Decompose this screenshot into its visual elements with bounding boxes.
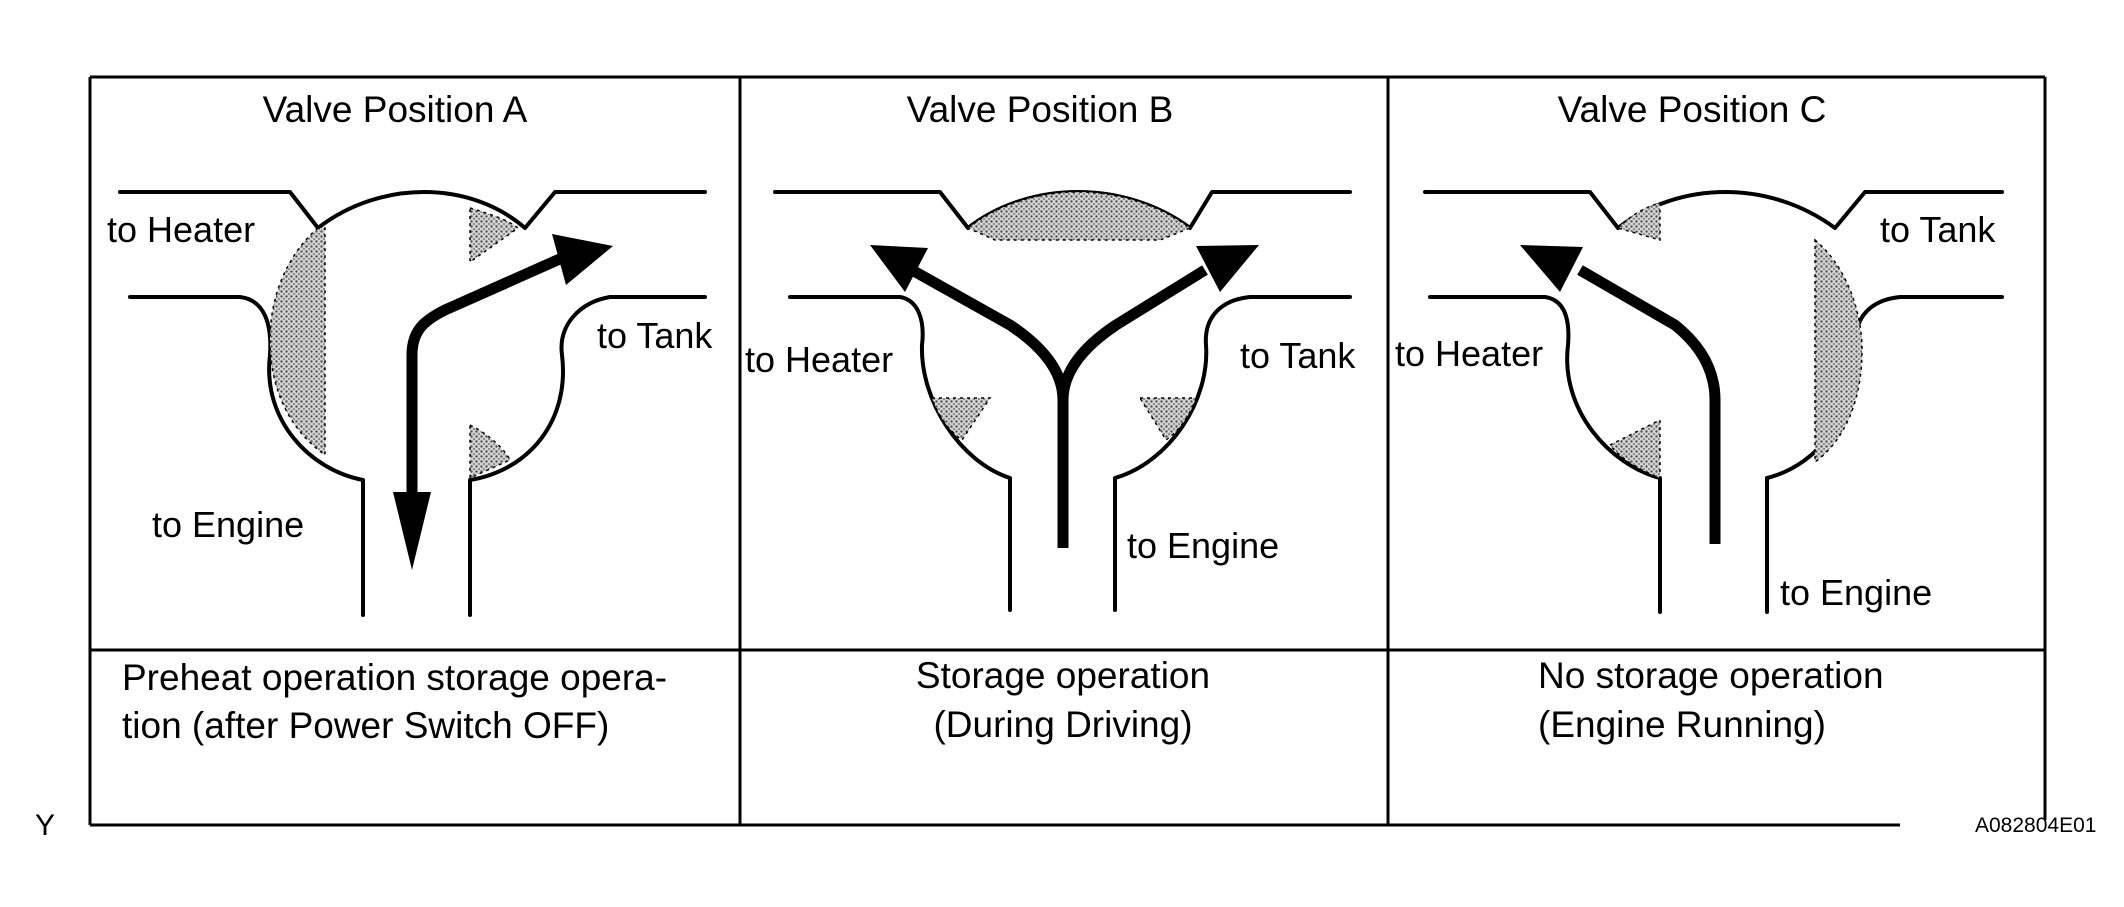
label-to-tank: to Tank <box>1880 209 1996 250</box>
panel-valve-a: Valve Position A to Heater to Tank to En… <box>107 89 713 746</box>
label-to-engine: to Engine <box>1127 525 1279 566</box>
label-to-heater: to Heater <box>107 209 255 250</box>
panel-valve-c: Valve Position C to Heater to Tank to En… <box>1395 89 2004 745</box>
label-to-heater: to Heater <box>745 339 893 380</box>
flow-arrow <box>1520 245 1721 544</box>
label-to-engine: to Engine <box>152 504 304 545</box>
label-to-tank: to Tank <box>1240 335 1356 376</box>
valve-body <box>118 190 707 617</box>
label-to-heater: to Heater <box>1395 333 1543 374</box>
panel-title: Valve Position A <box>263 89 528 130</box>
description-line-1: No storage operation <box>1538 655 1884 696</box>
figure-code: A082804E01 <box>1975 814 2096 837</box>
table-frame <box>88 75 2047 827</box>
panel-valve-b: Valve Position B to Heater to Tank to En… <box>745 89 1356 745</box>
description-line-1: Preheat operation storage opera- <box>122 657 667 698</box>
label-to-tank: to Tank <box>597 315 713 356</box>
description-line-2: tion (after Power Switch OFF) <box>122 705 609 746</box>
corner-letter: Y <box>35 809 55 842</box>
panel-title: Valve Position C <box>1558 89 1827 130</box>
flow-arrow <box>393 234 613 570</box>
panel-title: Valve Position B <box>907 89 1174 130</box>
valve-body <box>1423 190 2004 614</box>
valve-body <box>773 190 1352 612</box>
description-line-2: (Engine Running) <box>1538 704 1826 745</box>
description-line-2: (During Driving) <box>933 704 1192 745</box>
flow-arrow <box>870 245 1259 548</box>
description-line-1: Storage operation <box>916 655 1210 696</box>
label-to-engine: to Engine <box>1780 572 1932 613</box>
